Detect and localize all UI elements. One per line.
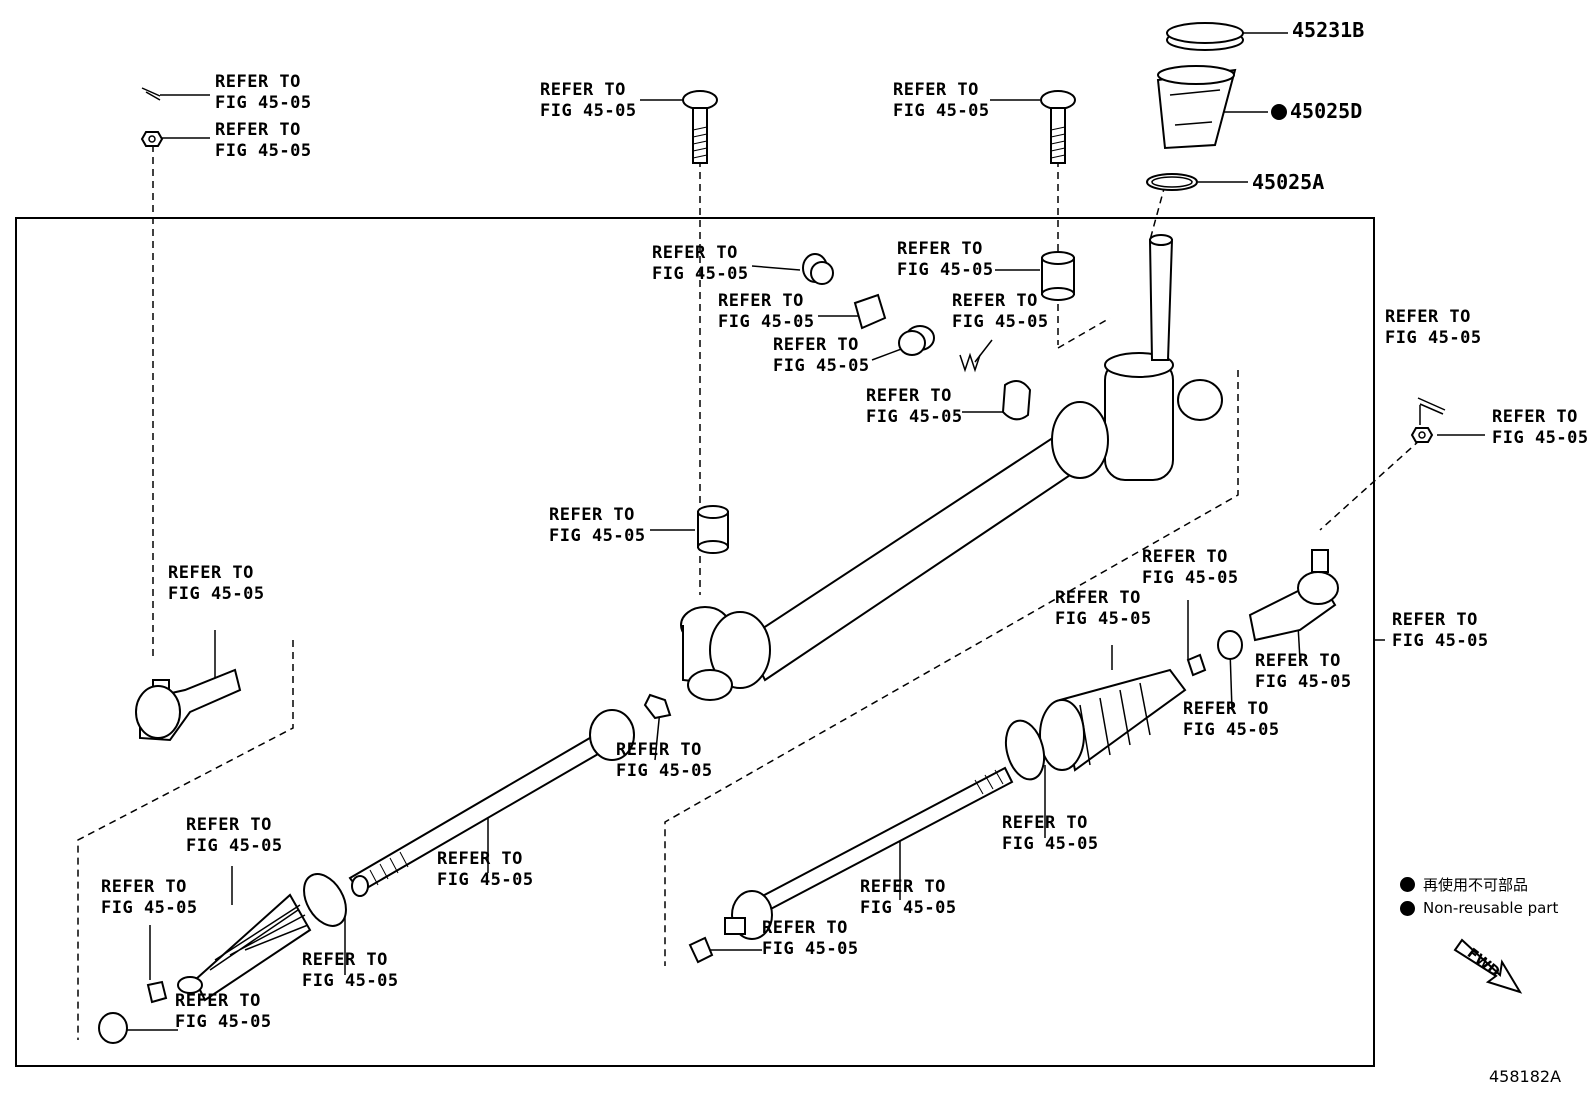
legend-text-jp: 再使用不可部品 — [1423, 875, 1529, 894]
non-reusable-dot-45025D — [1271, 104, 1287, 120]
clip-left — [146, 980, 168, 1004]
legend-text-en: Non-reusable part — [1423, 899, 1559, 917]
figure-number: 458182A — [1489, 1067, 1562, 1086]
boot-left — [177, 893, 312, 1002]
legend-row-en: Non-reusable part — [1400, 896, 1558, 920]
bolt-left — [682, 90, 718, 164]
nut-right — [1217, 630, 1243, 660]
yoke-plate — [853, 293, 887, 330]
cotter-pin-right — [1417, 397, 1446, 415]
cotter-pin-left — [141, 87, 161, 101]
bolt-right — [1040, 90, 1076, 164]
castle-nut-left — [140, 131, 164, 147]
part-number-45025A: 45025A — [1252, 170, 1325, 194]
dash-box-top — [1057, 317, 1111, 349]
boot-right — [1039, 668, 1187, 772]
plug-cap — [802, 253, 834, 285]
castle-nut-right — [1410, 427, 1434, 443]
legend: 再使用不可部品 Non-reusable part — [1400, 872, 1558, 920]
part-45025A — [1146, 173, 1198, 191]
inner-tie-rod-right — [724, 766, 1014, 940]
bushing-left — [697, 505, 729, 554]
centerline-pinion — [1149, 184, 1166, 241]
adjuster-plug — [898, 325, 935, 356]
assembly-frame — [15, 217, 1375, 1067]
part-number-45231B: 45231B — [1292, 18, 1365, 42]
dash-box-left — [77, 640, 294, 1040]
fwd-arrow — [1453, 938, 1523, 994]
boot-clamp-right — [1004, 719, 1046, 781]
non-reusable-dot-icon — [1400, 876, 1415, 892]
lock-washer-right — [688, 936, 714, 964]
part-number-45025D: 45025D — [1290, 99, 1363, 123]
tie-rod-end-right — [1248, 549, 1339, 642]
legend-row-jp: 再使用不可部品 — [1400, 872, 1558, 896]
inner-tie-rod-left — [348, 709, 635, 897]
tie-rod-end-left — [135, 668, 242, 742]
centerline-right-tie-rod — [1319, 439, 1421, 531]
dash-box-right — [664, 370, 1239, 966]
nut-left — [98, 1012, 128, 1044]
boot-clamp-left — [303, 873, 347, 927]
spring — [959, 352, 981, 373]
bushing-top — [1041, 251, 1075, 301]
clip-right — [1186, 653, 1207, 677]
part-45231B — [1166, 22, 1244, 51]
rack-housing — [680, 234, 1223, 701]
rack-guide — [1001, 380, 1032, 421]
part-45025D — [1156, 65, 1237, 150]
non-reusable-dot-icon — [1400, 900, 1415, 916]
lock-washer-left — [643, 693, 672, 720]
